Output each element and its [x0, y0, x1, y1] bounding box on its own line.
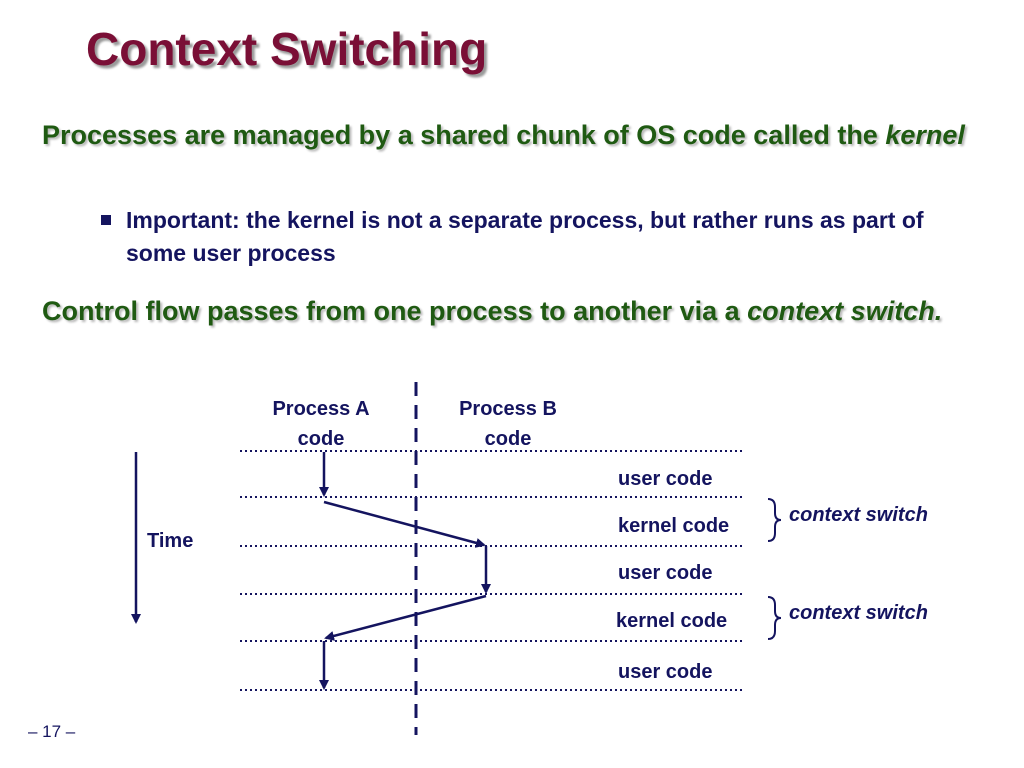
bullet-kernel-text: Processes are managed by a shared chunk … [42, 120, 886, 150]
region-label: user code [618, 468, 713, 490]
bullet-kernel: Processes are managed by a shared chunk … [42, 117, 1024, 154]
region-label: kernel code [616, 610, 728, 632]
flow-a-to-b [323, 500, 486, 548]
context-switch-label: context switch [789, 504, 928, 526]
region-label: user code [618, 661, 713, 683]
region-boundaries [240, 450, 742, 691]
brace-icon [767, 596, 782, 640]
bullet-control-flow: Control flow passes from one process to … [42, 293, 1024, 330]
slide-title: Context Switching [86, 23, 488, 75]
flow-b-to-a [324, 594, 487, 641]
process-b-label: Process B code [459, 398, 557, 450]
region-label: user code [618, 562, 713, 584]
brace-icon [767, 498, 782, 542]
sub-bullet-important: Important: the kernel is not a separate … [126, 207, 924, 266]
square-bullet-icon [101, 215, 111, 225]
context-switch-label: context switch [789, 602, 928, 624]
bullet-kernel-emphasis: kernel [885, 120, 965, 150]
bullet-control-flow-emphasis: context switch. [747, 296, 943, 326]
bullet-control-flow-text: Control flow passes from one process to … [42, 296, 748, 326]
time-label: Time [147, 530, 194, 552]
page-number: – 17 – [28, 722, 76, 741]
process-a-label: Process A code [272, 398, 370, 450]
region-label: kernel code [618, 515, 730, 537]
